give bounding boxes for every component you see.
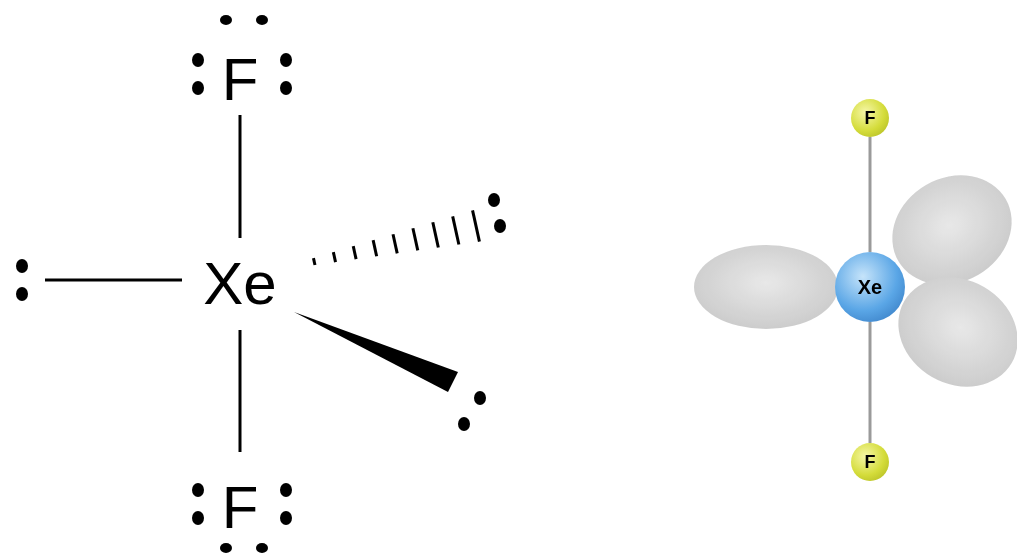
fluorine-atom: F xyxy=(851,99,889,137)
fluorine-atom: F xyxy=(851,443,889,481)
lone-pair-dots xyxy=(16,15,506,553)
lone-pair-lobes xyxy=(694,154,1017,408)
atom-label: Xe xyxy=(858,277,882,297)
atom-symbol: F xyxy=(222,50,259,110)
atom-label: F xyxy=(865,109,876,127)
xenon-atom: Xe xyxy=(835,252,905,322)
hashed-wedge xyxy=(313,210,479,265)
solid-wedge xyxy=(294,312,458,392)
atom-symbol: Xe xyxy=(203,254,276,314)
bond-line xyxy=(869,322,872,443)
bond-line xyxy=(869,137,872,252)
atom-symbol: F xyxy=(222,478,259,538)
atom-label: F xyxy=(865,453,876,471)
